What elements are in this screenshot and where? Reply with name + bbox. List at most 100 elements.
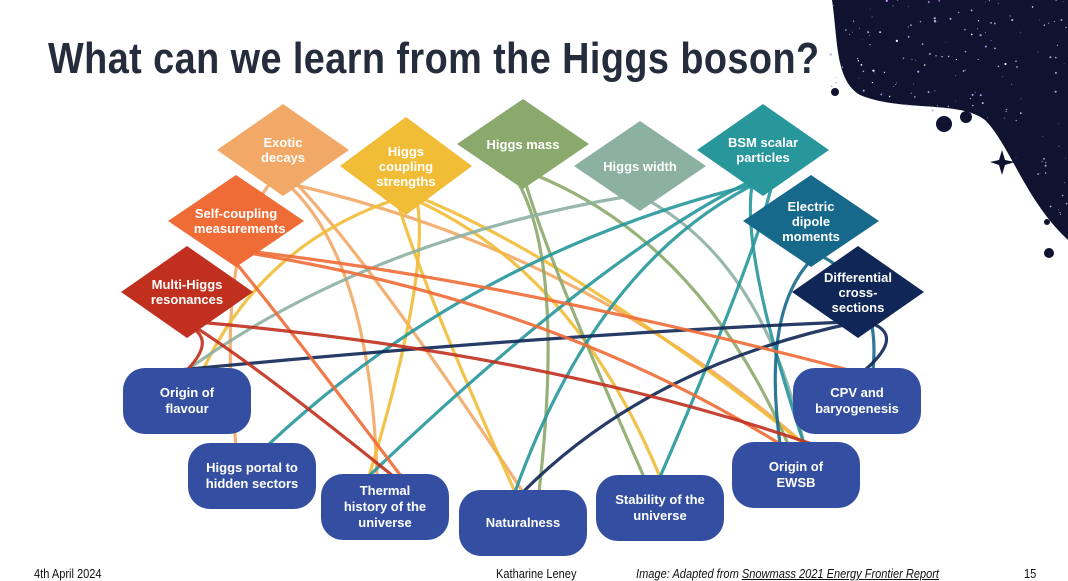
star (833, 73, 836, 76)
star (1062, 0, 1064, 2)
edge-bsm-natural (513, 178, 765, 494)
diamond-shape (168, 175, 304, 267)
edge-coupling-stability (404, 194, 662, 479)
star (935, 55, 937, 57)
edge-exotic-thermal (281, 178, 379, 478)
credit-link[interactable]: Snowmass 2021 Energy Frontier Report (741, 566, 940, 581)
star (949, 17, 952, 20)
star (988, 0, 990, 2)
star (955, 58, 958, 61)
edge-diff-natural (521, 320, 860, 494)
star (1049, 205, 1052, 208)
star (1054, 56, 1057, 59)
star (993, 22, 996, 25)
star (915, 59, 917, 61)
star (871, 81, 874, 84)
measurement-label: Higgs width (603, 158, 677, 174)
star (1054, 71, 1057, 74)
question-portal: Higgs portal to hidden sectors (188, 443, 316, 509)
star (849, 34, 850, 35)
edge-exotic-natural (291, 178, 525, 494)
measurement-diff: Differential cross-sections (792, 246, 924, 338)
question-label: Origin of flavour (159, 385, 215, 416)
star (972, 104, 974, 107)
star (874, 72, 875, 74)
measurement-mass: Higgs mass (457, 99, 589, 189)
measurement-label: Self-coupling measurements (193, 206, 286, 236)
star (931, 109, 934, 112)
star (902, 57, 905, 59)
star (869, 35, 871, 37)
diamond-shape (217, 104, 349, 196)
star (947, 105, 950, 108)
star (990, 21, 992, 24)
measurement-label: Multi-Higgs resonances (150, 277, 224, 307)
star (962, 69, 965, 72)
footer-date: 4th April 2024 (34, 566, 102, 581)
question-ewsb: Origin of EWSB (732, 442, 860, 508)
star (936, 21, 938, 22)
star (1059, 213, 1061, 215)
star (1045, 162, 1047, 164)
diamond-shape (792, 246, 924, 338)
measurement-label: Higgs mass (486, 136, 560, 152)
question-label: CPV and baryogenesis (815, 385, 899, 416)
star (1049, 56, 1052, 59)
star (862, 39, 863, 40)
star (1019, 31, 1021, 33)
star (893, 85, 895, 87)
star (955, 75, 956, 76)
star (1039, 172, 1041, 174)
star (845, 29, 847, 31)
star (984, 32, 986, 34)
question-thermal: Thermal history of the universe (321, 474, 449, 540)
star (895, 84, 897, 86)
measurement-width: Higgs width (574, 121, 706, 211)
star (1055, 0, 1057, 1)
star (945, 41, 947, 43)
star (947, 55, 950, 58)
question-natural: Naturalness (459, 490, 587, 556)
question-stability: Stability of the universe (596, 475, 724, 541)
star (835, 81, 837, 84)
star (914, 96, 916, 98)
star (970, 9, 973, 12)
diamond-shape (743, 175, 879, 267)
star (829, 53, 832, 56)
star (841, 83, 843, 86)
star (1041, 160, 1043, 162)
measurement-label: Electric dipole moments (782, 198, 840, 244)
star (994, 47, 996, 50)
diamond-shape (340, 117, 472, 215)
star (1039, 19, 1041, 21)
measurement-self: Self-coupling measurements (168, 175, 304, 267)
star (1015, 60, 1017, 63)
star (979, 94, 982, 97)
star (1063, 63, 1065, 64)
measurement-coupling: Higgs coupling strengths (340, 117, 472, 215)
measurement-bsm: BSM scalar particles (697, 104, 829, 196)
star (974, 91, 976, 93)
star (938, 0, 940, 2)
star (1048, 22, 1050, 24)
star (933, 17, 936, 20)
star (997, 2, 999, 4)
star (969, 98, 971, 100)
star (1015, 119, 1017, 122)
star (1015, 157, 1017, 159)
star (1058, 145, 1060, 147)
star (1003, 117, 1005, 119)
star (860, 63, 863, 66)
star (934, 19, 937, 22)
edge-multi-thermal (185, 320, 395, 478)
star (913, 83, 915, 85)
question-flavour: Origin of flavour (123, 368, 251, 434)
star (1045, 172, 1047, 174)
star (871, 16, 873, 18)
star (1011, 83, 1013, 85)
measurement-label: Exotic decays (260, 135, 306, 165)
edge-self-ewsb (234, 249, 782, 446)
star (906, 104, 909, 106)
star (919, 20, 922, 23)
